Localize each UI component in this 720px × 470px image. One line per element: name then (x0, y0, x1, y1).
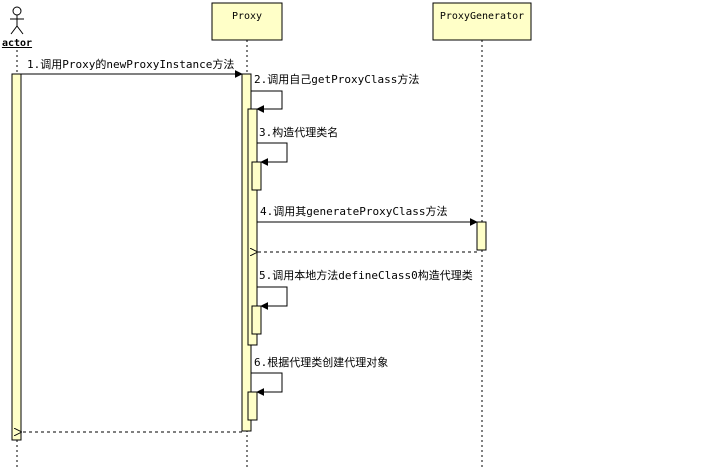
proxy-activation-defineclass (251, 305, 262, 335)
generator-activation (476, 221, 487, 251)
message-5-label: 5.调用本地方法defineClass0构造代理类 (259, 268, 473, 282)
generator-box (432, 2, 532, 41)
generator-participant: ProxyGenerator (432, 2, 532, 41)
actor-label: actor (2, 38, 32, 49)
message-2: 2.调用自己getProxyClass方法 (251, 72, 419, 113)
message-5-arrow (257, 286, 288, 310)
message-4-label: 4.调用其generateProxyClass方法 (260, 204, 447, 218)
message-5: 5.调用本地方法defineClass0构造代理类 (257, 268, 473, 310)
message-2-arrow (251, 90, 283, 113)
generator-label: ProxyGenerator (440, 11, 524, 22)
actor-participant: actor (2, 6, 32, 49)
message-6: 6.根据代理类创建代理对象 (251, 355, 388, 396)
message-6-label: 6.根据代理类创建代理对象 (254, 355, 388, 369)
proxy-activation-create (247, 391, 258, 421)
proxy-activation-classname (251, 161, 262, 191)
message-2-label: 2.调用自己getProxyClass方法 (254, 72, 419, 86)
actor-activation (11, 73, 22, 441)
proxy-activation-getproxyclass (247, 108, 258, 346)
message-1: 1.调用Proxy的newProxyInstance方法 (21, 57, 243, 78)
proxy-participant: Proxy (211, 2, 283, 41)
actor-figure-icon (10, 6, 24, 35)
message-1-label: 1.调用Proxy的newProxyInstance方法 (27, 57, 234, 71)
proxy-box (211, 2, 283, 41)
message-3: 3.构造代理类名 (257, 125, 338, 166)
message-3-arrow (257, 142, 288, 166)
proxy-label: Proxy (232, 11, 262, 22)
message-4: 4.调用其generateProxyClass方法 (257, 204, 478, 226)
message-6-arrow (251, 372, 283, 396)
message-3-label: 3.构造代理类名 (259, 125, 338, 139)
